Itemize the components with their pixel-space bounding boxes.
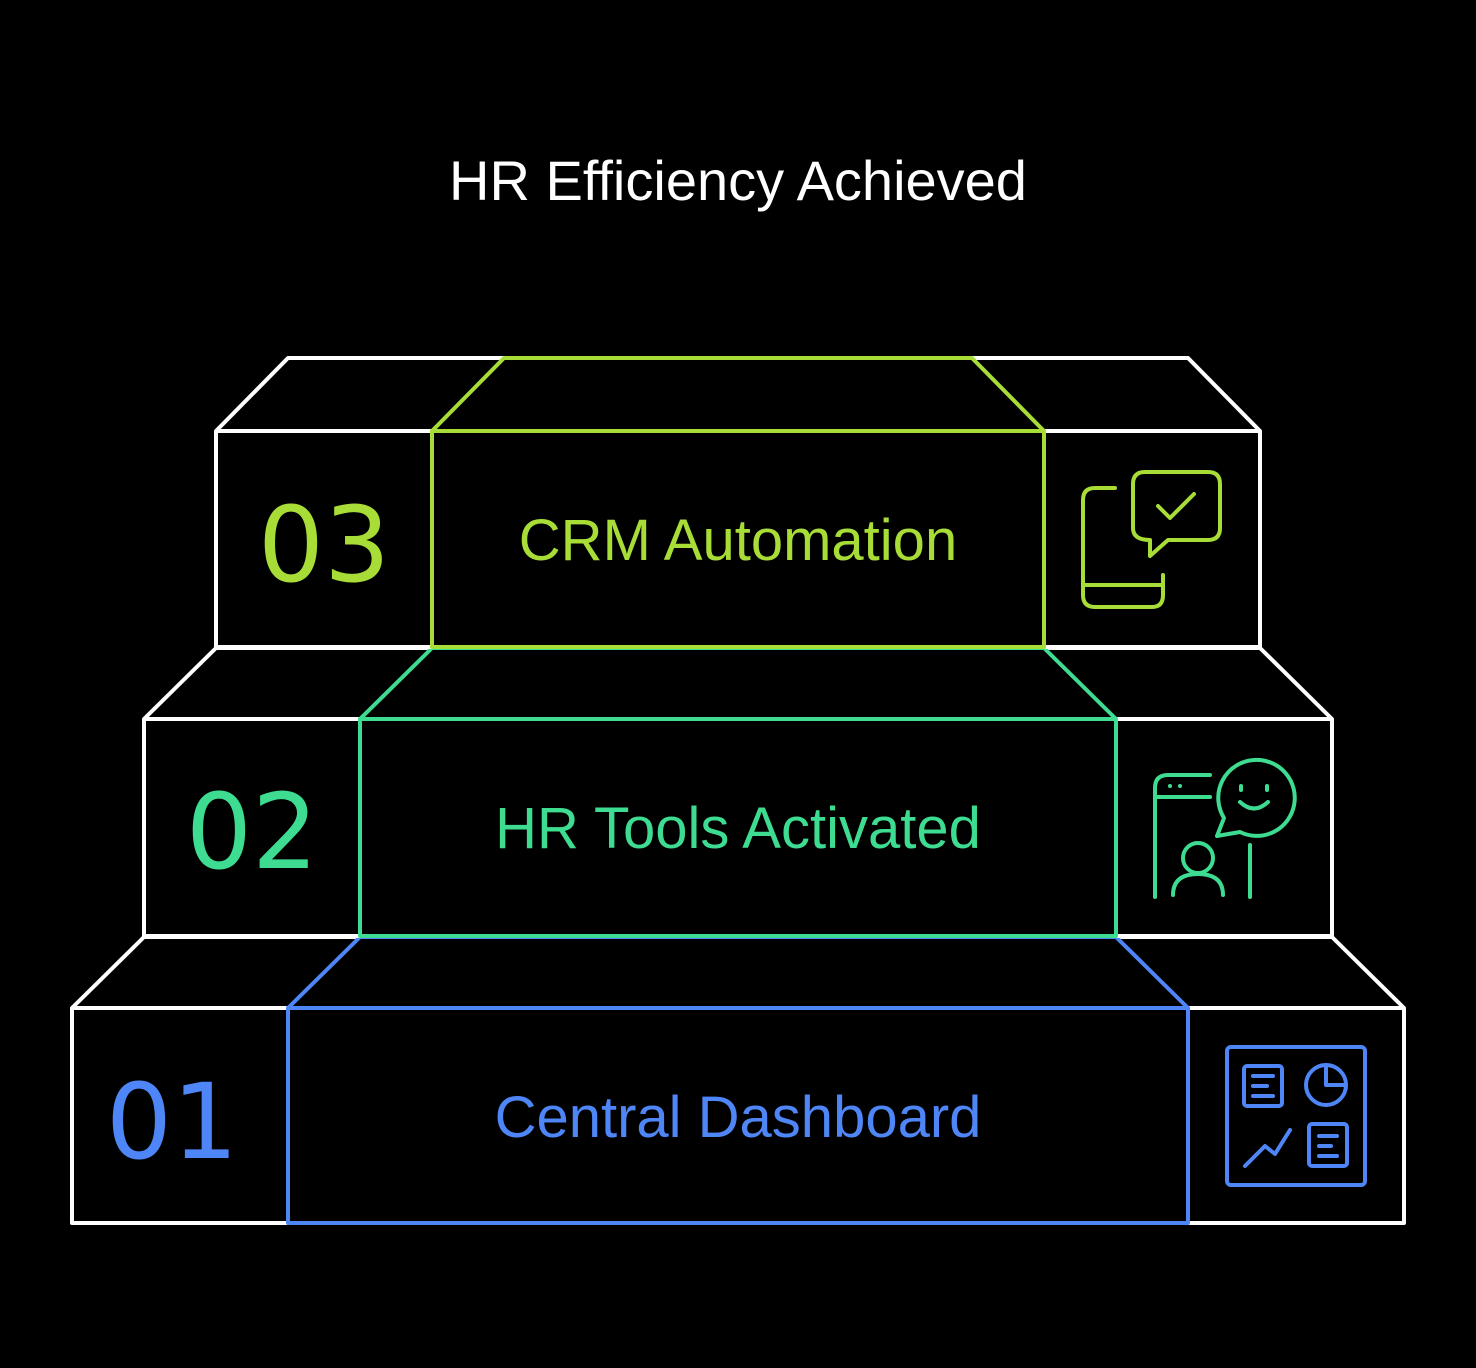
- step-01-label: Central Dashboard: [495, 1085, 982, 1150]
- step-01-number: 01: [106, 1061, 238, 1183]
- step-03-label: CRM Automation: [519, 508, 957, 573]
- step-02: 02 HR Tools Activated: [142, 646, 1334, 938]
- user-chat-icon: [1153, 757, 1297, 899]
- step-02-center-block: [358, 646, 1118, 938]
- step-01: 01 Central Dashboard: [70, 935, 1406, 1225]
- step-02-label: HR Tools Activated: [495, 796, 981, 861]
- diagram-title: HR Efficiency Achieved: [449, 149, 1027, 212]
- step-03-center-block: [430, 356, 1046, 649]
- step-03: 03 CRM Automation: [214, 356, 1262, 649]
- step-02-number: 02: [186, 771, 318, 893]
- dashboard-icon: [1225, 1045, 1367, 1187]
- step-01-center-block: [286, 935, 1190, 1225]
- step-03-number: 03: [258, 484, 390, 606]
- mobile-message-check-icon: [1081, 470, 1222, 609]
- step-01-frame: [70, 935, 1406, 1225]
